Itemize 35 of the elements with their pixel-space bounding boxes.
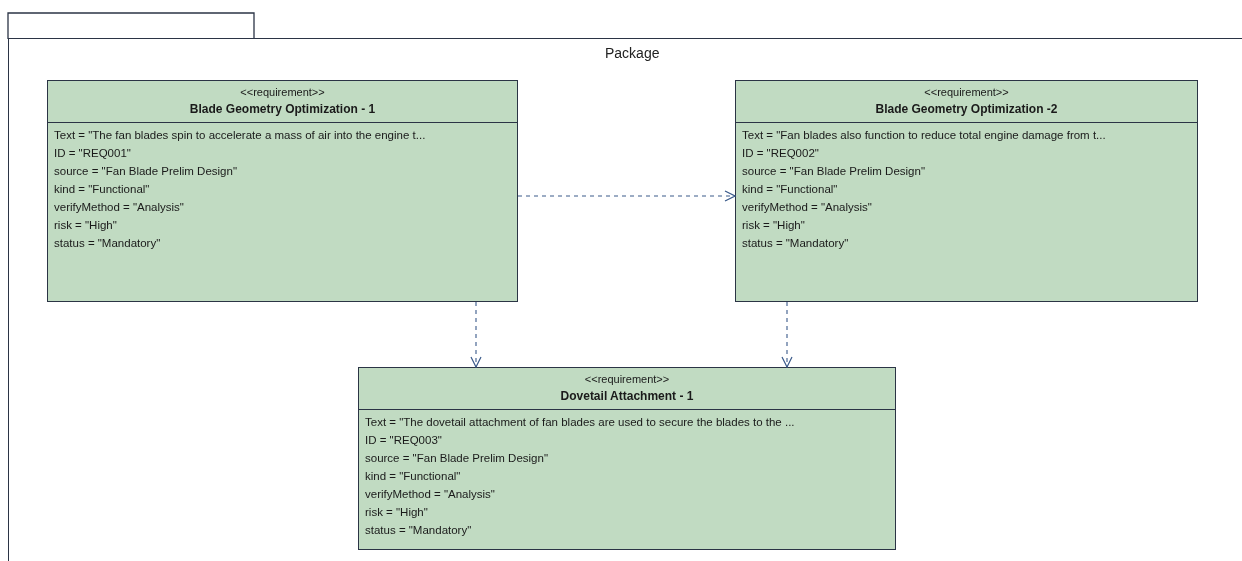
stereotype-label: <<requirement>> bbox=[924, 85, 1009, 100]
requirement-name: Blade Geometry Optimization -2 bbox=[875, 101, 1058, 118]
requirement-box bbox=[47, 80, 518, 302]
attribute-text: risk = "High" bbox=[742, 218, 805, 233]
attribute-text: verifyMethod = "Analysis" bbox=[742, 200, 872, 215]
attribute-text: status = "Mandatory" bbox=[742, 236, 849, 251]
package-name: Package bbox=[605, 45, 660, 61]
dependency-arrow bbox=[781, 301, 793, 368]
attribute-text: Text = "The fan blades spin to accelerate a mass of air into the engine t... bbox=[54, 128, 426, 143]
requirement-name: Blade Geometry Optimization - 1 bbox=[189, 101, 376, 118]
attribute-text: verifyMethod = "Analysis" bbox=[365, 487, 495, 502]
dependency-arrow bbox=[517, 190, 736, 202]
attribute-text: Text = "Fan blades also function to reduce total engine damage from t... bbox=[742, 128, 1106, 143]
requirement-box bbox=[735, 80, 1198, 302]
requirement-box bbox=[358, 367, 896, 550]
attribute-text: Text = "The dovetail attachment of fan blades are used to secure the blades to the ... bbox=[365, 415, 795, 430]
stereotype-label: <<requirement>> bbox=[240, 85, 325, 100]
package-frame bbox=[8, 38, 1242, 561]
attribute-text: verifyMethod = "Analysis" bbox=[54, 200, 184, 215]
attribute-text: source = "Fan Blade Prelim Design" bbox=[54, 164, 237, 179]
attribute-text: source = "Fan Blade Prelim Design" bbox=[365, 451, 548, 466]
attribute-text: risk = "High" bbox=[365, 505, 428, 520]
requirement-name: Dovetail Attachment - 1 bbox=[560, 388, 694, 405]
stereotype-label: <<requirement>> bbox=[584, 372, 670, 387]
attribute-text: status = "Mandatory" bbox=[54, 236, 161, 251]
attribute-text: kind = "Functional" bbox=[742, 182, 838, 197]
dependency-arrow bbox=[470, 301, 482, 368]
attribute-text: kind = "Functional" bbox=[365, 469, 461, 484]
attribute-text: ID = "REQ003" bbox=[365, 433, 442, 448]
attribute-text: risk = "High" bbox=[54, 218, 117, 233]
attribute-text: source = "Fan Blade Prelim Design" bbox=[742, 164, 925, 179]
attribute-text: kind = "Functional" bbox=[54, 182, 150, 197]
attribute-text: ID = "REQ001" bbox=[54, 146, 131, 161]
attribute-text: ID = "REQ002" bbox=[742, 146, 819, 161]
attribute-text: status = "Mandatory" bbox=[365, 523, 472, 538]
